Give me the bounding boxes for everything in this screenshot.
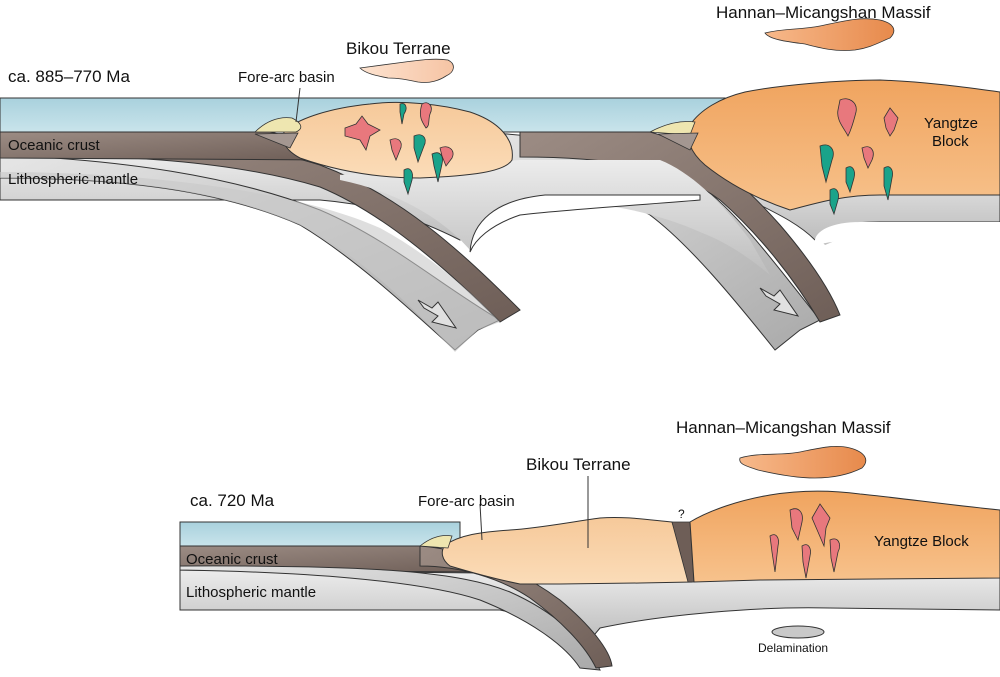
- mafic-teal-4: [403, 168, 413, 196]
- age-label-top: ca. 885–770 Ma: [8, 67, 130, 86]
- yangtze-label-bottom: Yangtze Block: [874, 533, 969, 550]
- mantle-arch: [469, 194, 701, 253]
- oceanic-label-top: Oceanic crust: [8, 137, 101, 154]
- granite-pink-b2: [811, 503, 831, 548]
- subduction-arrow-right: [759, 287, 800, 317]
- mafic-teal-2: [413, 134, 426, 164]
- mantle-right-notch: [814, 222, 1000, 245]
- granite-pink-b1: [789, 508, 803, 542]
- granite-pink-b5: [829, 538, 840, 573]
- left-slab-tail: [0, 172, 500, 352]
- oceanic-label-bottom: Oceanic crust: [186, 551, 279, 568]
- bikou-terrane-bottom: [441, 516, 693, 585]
- granite-pink-5: [837, 98, 857, 137]
- mafic-teal-7: [883, 166, 893, 201]
- bikou-shape-top: [359, 58, 454, 83]
- accretionary-wedge-left: [254, 132, 299, 149]
- age-label-bottom: ca. 720 Ma: [190, 491, 275, 510]
- granite-pink-1: [344, 115, 381, 151]
- bikou-label-top: Bikou Terrane: [346, 39, 451, 58]
- mantle-between: [340, 160, 770, 275]
- mantle-label-bottom: Lithospheric mantle: [186, 584, 316, 601]
- slab-mantle-bottom: [179, 565, 601, 671]
- bottom-panel: ca. 720 Ma Fore-arc basin Bikou Terrane …: [179, 418, 1000, 671]
- massif-shape-top: [764, 18, 895, 51]
- granite-pink-3: [389, 138, 402, 162]
- granite-pink-7: [861, 146, 874, 169]
- forearc-leader-top: [295, 87, 301, 123]
- mantle-label-top: Lithospheric mantle: [8, 171, 138, 188]
- bikou-label-bottom: Bikou Terrane: [526, 455, 631, 474]
- forearc-sediment-bottom: [418, 535, 453, 549]
- yangtze-block-bottom: [689, 490, 1000, 583]
- forearc-sediment-left: [254, 117, 302, 133]
- top-panel: ca. 885–770 Ma Bikou Terrane Fore-arc ba…: [0, 3, 1000, 352]
- ocean-water-bottom: [179, 521, 461, 547]
- massif-label-top: Hannan–Micangshan Massif: [716, 3, 931, 22]
- yangtze-label-top-1: Yangtze: [924, 115, 978, 132]
- granite-pink-2: [419, 102, 432, 129]
- question-mark: ?: [678, 507, 685, 521]
- mafic-teal-6: [845, 166, 855, 194]
- massif-shape-bottom: [739, 445, 867, 479]
- forearc-sediment-right: [648, 121, 696, 136]
- subduction-arrow-left: [417, 299, 458, 329]
- delamination-label: Delamination: [758, 641, 828, 655]
- mafic-teal-1: [399, 103, 407, 125]
- forearc-label-bottom: Fore-arc basin: [418, 493, 515, 510]
- accretionary-wedge-right: [657, 132, 699, 151]
- granite-pink-4: [439, 146, 454, 167]
- mafic-teal-8: [829, 188, 839, 216]
- forearc-leader-bottom: [479, 503, 483, 541]
- delamination-block: [771, 625, 825, 639]
- granite-pink-b4: [801, 544, 811, 579]
- massif-label-bottom: Hannan–Micangshan Massif: [676, 418, 891, 437]
- forearc-label-top: Fore-arc basin: [238, 69, 335, 86]
- yangtze-label-top-2: Block: [932, 133, 969, 150]
- granite-pink-6: [883, 107, 899, 137]
- granite-pink-b3: [769, 534, 779, 573]
- mafic-teal-3: [431, 152, 443, 183]
- mafic-teal-5: [819, 144, 834, 184]
